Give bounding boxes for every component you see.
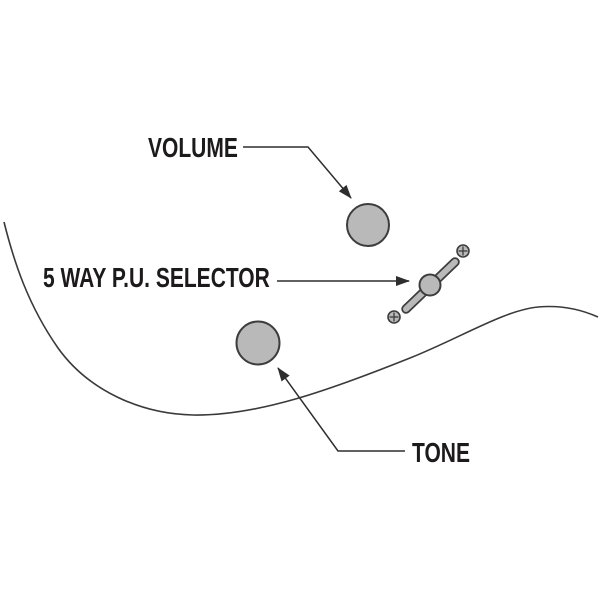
screw-icon xyxy=(456,244,470,258)
selector-label: 5 WAY P.U. SELECTOR xyxy=(43,262,270,293)
volume-knob xyxy=(346,203,390,247)
tone-leader-arrow xyxy=(277,367,405,452)
tone-label: TONE xyxy=(412,437,470,468)
screw-icon xyxy=(387,310,401,324)
volume-leader-arrow xyxy=(243,146,352,199)
tone-knob xyxy=(235,320,281,366)
guitar-body-edge-curve xyxy=(3,221,599,416)
volume-label: VOLUME xyxy=(148,132,238,163)
selector-pivot xyxy=(418,273,442,297)
pickup-selector-switch xyxy=(387,244,470,324)
